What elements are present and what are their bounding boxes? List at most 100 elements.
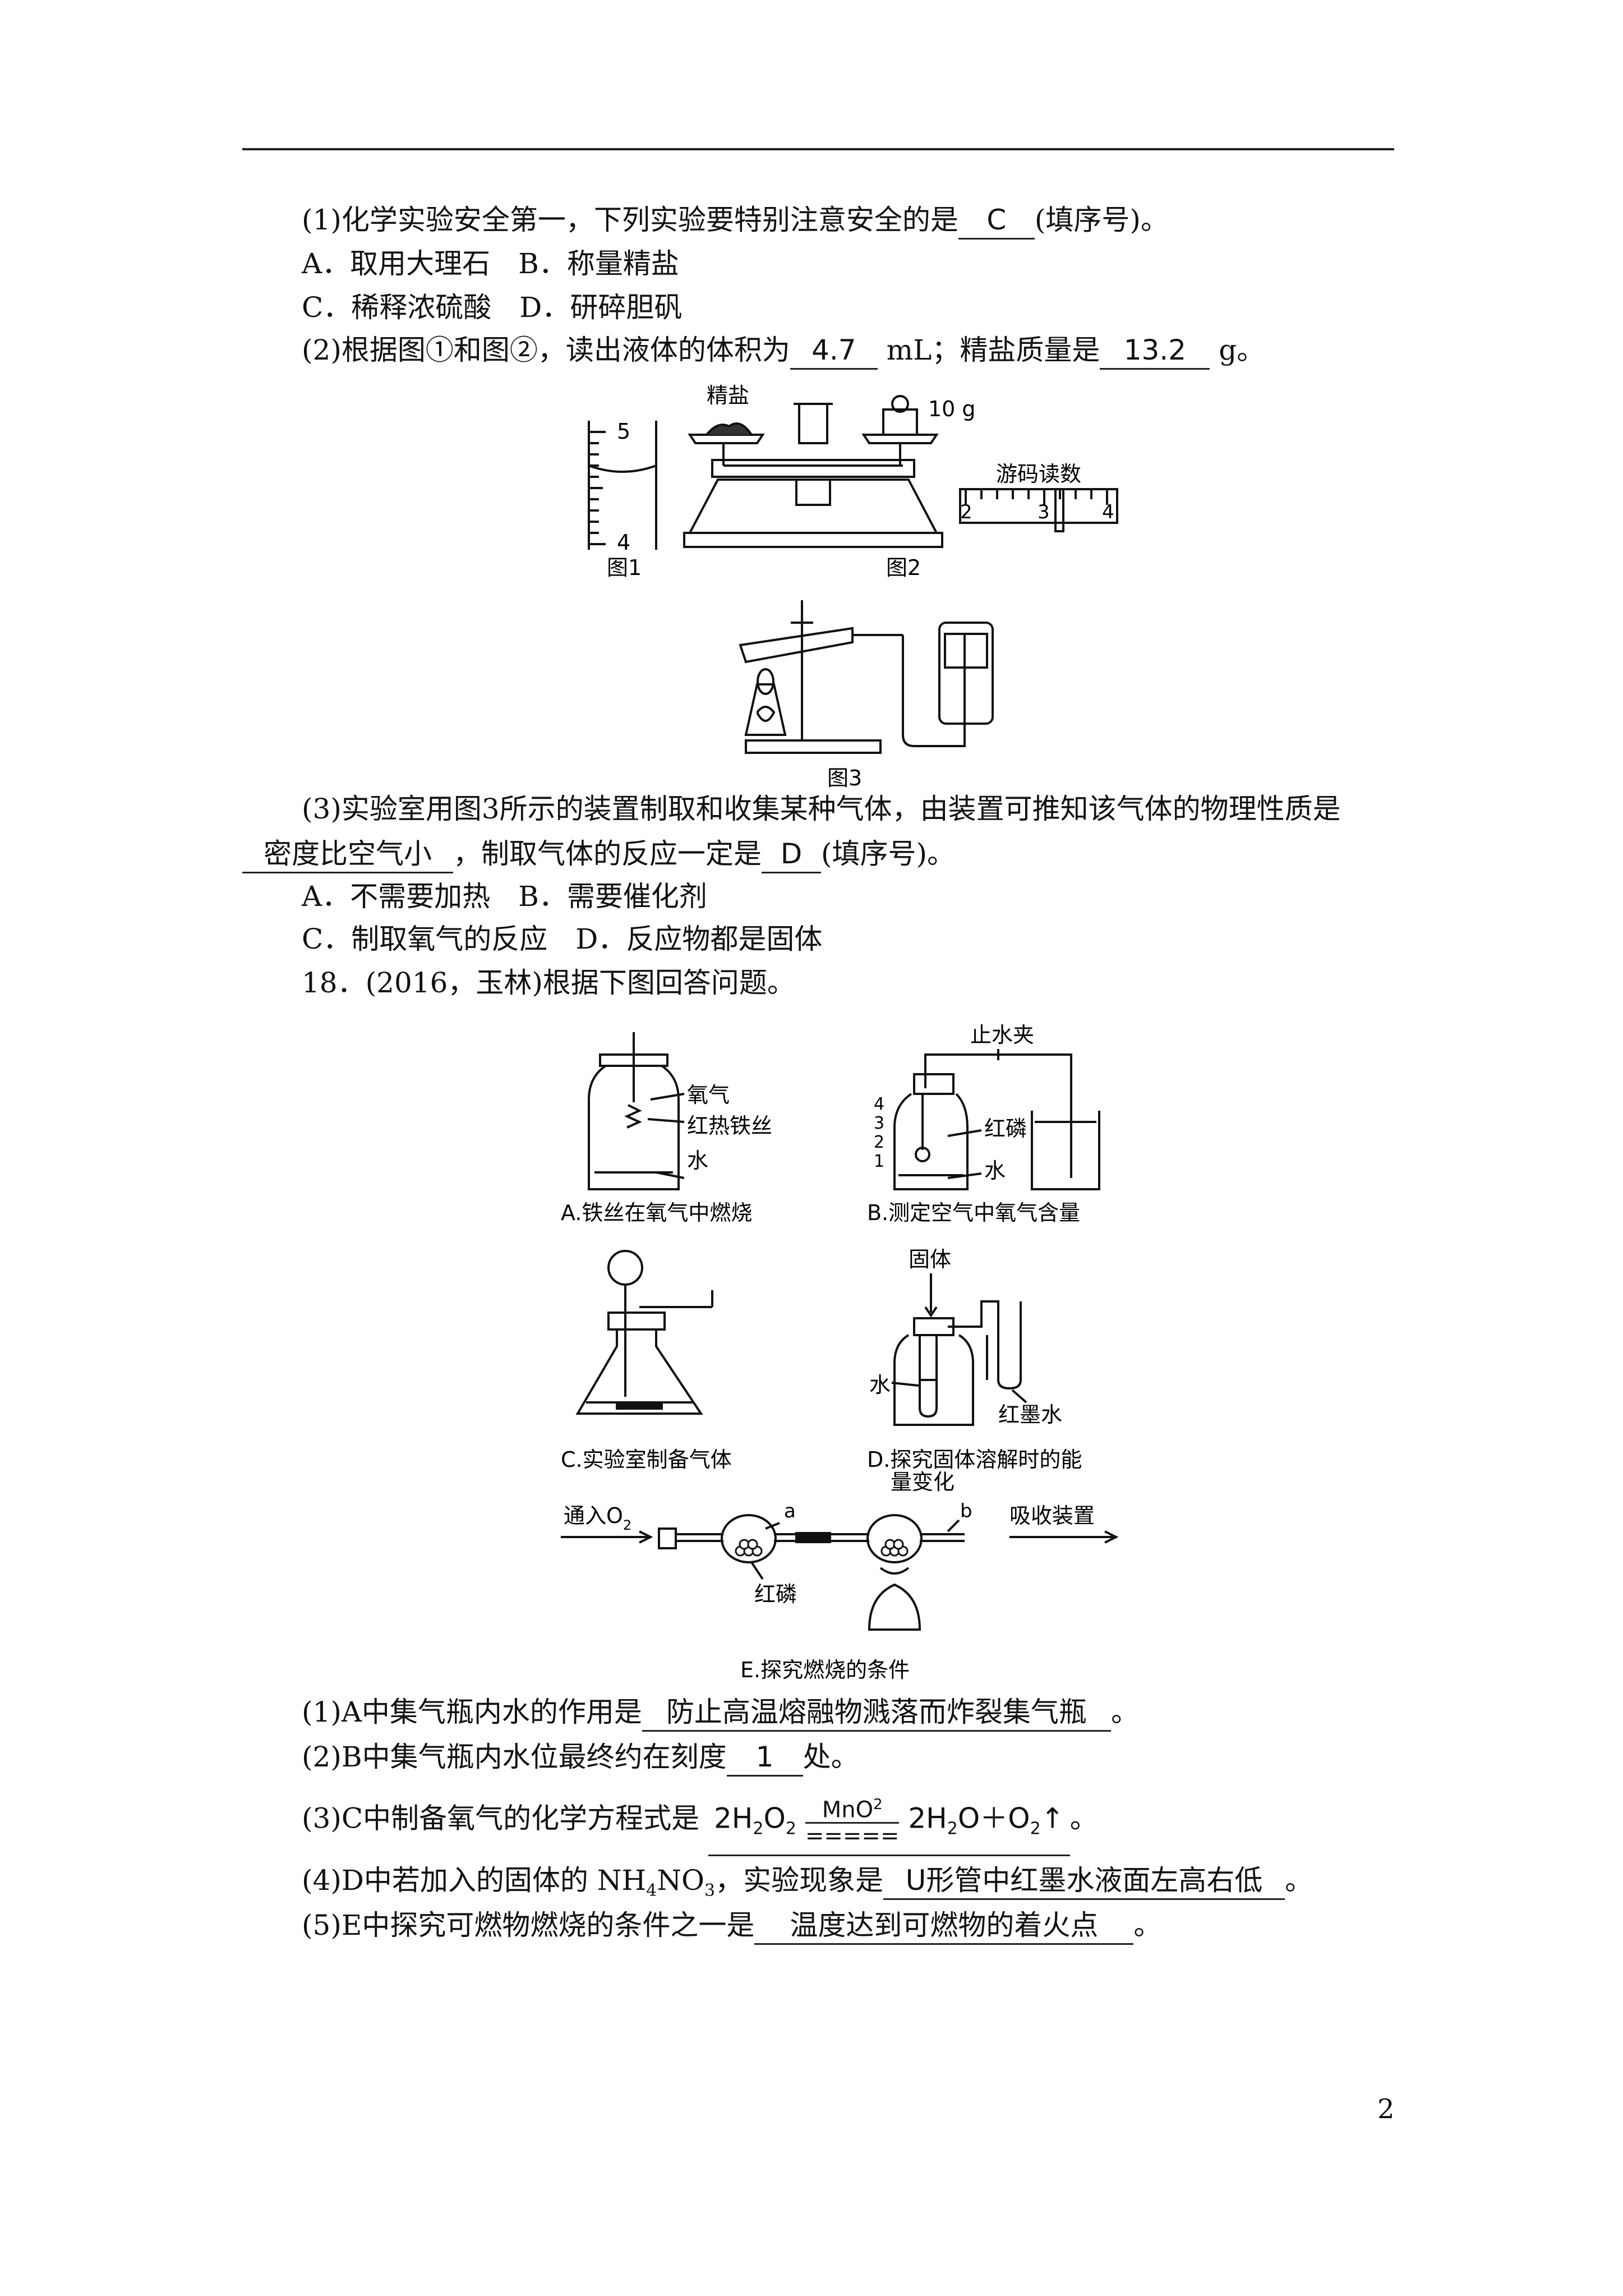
figE-absorb-label: 吸收装置 <box>1009 1503 1095 1528</box>
figC-caption: C.实验室制备气体 <box>561 1447 732 1472</box>
q17-part1-suffix: (填序号)。 <box>1034 204 1169 236</box>
figE-tube-apparatus <box>561 1514 1119 1631</box>
figA-iron-wire-bottle <box>588 1032 685 1190</box>
fig1-tick-bottom: 4 <box>617 530 630 555</box>
q18-sub1: (1)A中集气瓶内水的作用是防止高温熔融物溅落而炸裂集气瓶。 <box>302 1694 1139 1732</box>
figure-1-2-graduated-cylinder-and-balance: 5 4 图1 精盐 10 g 图2 游码读数 2 3 4 <box>588 383 1118 580</box>
q18-sub3-equation: 2H2O2 MnO2===== 2H2O＋O2↑ <box>708 1792 1070 1856</box>
q17-part2-suffix: g。 <box>1219 334 1265 366</box>
figE-label-a: a <box>784 1500 796 1522</box>
q17-part3-options-cd: C．制取氧气的反应 D．反应物都是固体 <box>302 923 823 955</box>
q18-sub3-catalyst-sub: 2 <box>873 1796 883 1813</box>
figure-c-d: C.实验室制备气体 固体 水 红墨水 D.探究固体溶解时的能 量变化 <box>561 1247 1082 1492</box>
q17-part2-mid: mL；精盐质量是 <box>886 334 1100 366</box>
figD-caption-line1: D.探究固体溶解时的能 <box>867 1447 1082 1472</box>
q18-sub4-text-c: ，实验现象是 <box>715 1864 884 1897</box>
q18-sub1-answer: 防止高温熔融物溅落而炸裂集气瓶 <box>642 1694 1111 1732</box>
q18-sub1-suffix: 。 <box>1110 1696 1139 1728</box>
q17-part3-mid: ，制取气体的反应一定是 <box>453 838 762 870</box>
page-number: 2 <box>1377 2093 1395 2125</box>
q18-sub5-suffix: 。 <box>1133 1909 1162 1941</box>
q18-sub3-equals: ===== <box>805 1823 900 1849</box>
fig2-weight-label: 10 g <box>928 397 976 421</box>
q18-sub4-sub1: 4 <box>646 1881 657 1901</box>
figB-tick-4: 4 <box>874 1094 884 1114</box>
figB-caption: B.测定空气中氧气含量 <box>867 1200 1080 1225</box>
q18-sub3-product-sub1: 2 <box>947 1819 958 1839</box>
figE-phosphorus-beads <box>735 1539 909 1557</box>
q18-sub4-text-a: (4)D中若加入的固体的 NH <box>302 1864 647 1897</box>
fig2-rider-tick-3: 3 <box>1038 501 1050 523</box>
q17-part1-options-ab: A．取用大理石 B．称量精盐 <box>302 247 679 280</box>
header-rule <box>242 148 1394 150</box>
q17-part1-options-cd: C．稀释浓硫酸 D．研碎胆矾 <box>302 291 683 324</box>
q18-sub4-answer: U形管中红墨水液面左高右低 <box>883 1862 1285 1900</box>
fig1-cylinder <box>588 421 657 550</box>
figB-tick-2: 2 <box>874 1133 884 1152</box>
figB-oxygen-measure <box>893 1049 1100 1190</box>
q18-sub3-product-b: O＋O <box>957 1802 1030 1835</box>
q18-sub3-catalyst-name: MnO <box>822 1797 874 1823</box>
fig2-rider-tick-2: 2 <box>960 501 972 523</box>
fig2-caption: 图2 <box>886 555 921 580</box>
q18-sub2-suffix: 处。 <box>803 1741 859 1773</box>
q17-part2-answer-volume: 4.7 <box>790 332 878 370</box>
figA-caption: A.铁丝在氧气中燃烧 <box>561 1200 752 1225</box>
q18-sub3-reactant-b: O <box>763 1802 786 1835</box>
fig2-rider-title: 游码读数 <box>996 462 1081 486</box>
figD-label-water: 水 <box>869 1373 891 1397</box>
q18-sub3-reactant-sub2: 2 <box>785 1819 796 1839</box>
fig2-rider-scale <box>959 488 1118 532</box>
fig1-tick-top: 5 <box>617 419 630 444</box>
q18-sub3-suffix: 。 <box>1069 1802 1098 1835</box>
figC-flask-apparatus <box>575 1250 713 1415</box>
q18-sub3: (3)C中制备氧气的化学方程式是 2H2O2 MnO2===== 2H2O＋O2… <box>302 1792 1098 1856</box>
q18-sub2-answer: 1 <box>726 1739 803 1777</box>
q18-sub5-answer: 温度达到可燃物的着火点 <box>754 1907 1134 1945</box>
figE-caption: E.探究燃烧的条件 <box>740 1658 910 1682</box>
q18-title: 18．(2016，玉林)根据下图回答问题。 <box>302 967 795 999</box>
q17-part2-answer-mass: 13.2 <box>1100 332 1210 370</box>
q18-sub3-gas-arrow: ↑ <box>1040 1802 1064 1835</box>
figA-label-oxygen: 氧气 <box>687 1083 730 1107</box>
q18-sub3-reactant-sub1: 2 <box>753 1819 764 1839</box>
figA-label-iron-wire: 红热铁丝 <box>687 1114 772 1138</box>
figure-a-b: 氧气 红热铁丝 水 A.铁丝在氧气中燃烧 止水夹 4 3 2 1 红磷 水 B.… <box>561 1023 1100 1225</box>
q18-sub1-text: (1)A中集气瓶内水的作用是 <box>302 1696 642 1728</box>
fig2-balance <box>683 395 943 548</box>
figure-e-combustion: 通入O2 a b 吸收装置 红磷 E.探究燃烧的条件 <box>561 1500 1119 1682</box>
figB-label-phosphorus: 红磷 <box>984 1116 1027 1141</box>
figB-tick-3: 3 <box>874 1114 884 1133</box>
figD-dissolve-apparatus <box>891 1273 1027 1426</box>
figA-label-water: 水 <box>687 1148 708 1173</box>
q17-part2-text: (2)根据图①和图②，读出液体的体积为 <box>302 334 790 366</box>
q18-sub4-sub2: 3 <box>704 1881 716 1901</box>
figE-label-phosphorus: 红磷 <box>754 1582 797 1607</box>
figE-label-b: b <box>960 1500 972 1522</box>
q17-part3-answer-property: 密度比空气小 <box>242 836 453 873</box>
q17-part1-answer: C <box>958 202 1035 240</box>
figD-label-red-ink: 红墨水 <box>998 1402 1062 1427</box>
q18-sub5: (5)E中探究可燃物燃烧的条件之一是温度达到可燃物的着火点。 <box>302 1907 1161 1945</box>
q18-sub2-text: (2)B中集气瓶内水位最终约在刻度 <box>302 1741 727 1773</box>
q18-sub4-text-b: NO <box>657 1864 705 1897</box>
q17-part3-answer-reaction: D <box>762 836 821 873</box>
figB-clamp-label: 止水夹 <box>970 1023 1034 1047</box>
figB-tick-1: 1 <box>874 1152 884 1171</box>
fig2-salt-label: 精盐 <box>707 383 749 408</box>
q18-sub3-catalyst: MnO2 ===== <box>805 1792 900 1848</box>
q17-part3-suffix: (填序号)。 <box>821 838 956 870</box>
q18-sub5-text: (5)E中探究可燃物燃烧的条件之一是 <box>302 1909 755 1941</box>
q18-sub4-suffix: 。 <box>1285 1864 1313 1897</box>
figE-inlet-label: 通入O2 <box>564 1503 631 1533</box>
q18-sub3-product-a: 2H <box>908 1802 947 1835</box>
q18-sub3-text: (3)C中制备氧气的化学方程式是 <box>302 1802 700 1835</box>
q17-part3-line1: (3)实验室用图3所示的装置制取和收集某种气体，由装置可推知该气体的物理性质是 <box>302 793 1341 825</box>
figure-3-gas-apparatus: 图3 <box>739 600 994 790</box>
fig1-caption: 图1 <box>607 555 642 580</box>
figD-caption-line2: 量变化 <box>891 1470 955 1492</box>
fig3-caption: 图3 <box>827 766 862 790</box>
